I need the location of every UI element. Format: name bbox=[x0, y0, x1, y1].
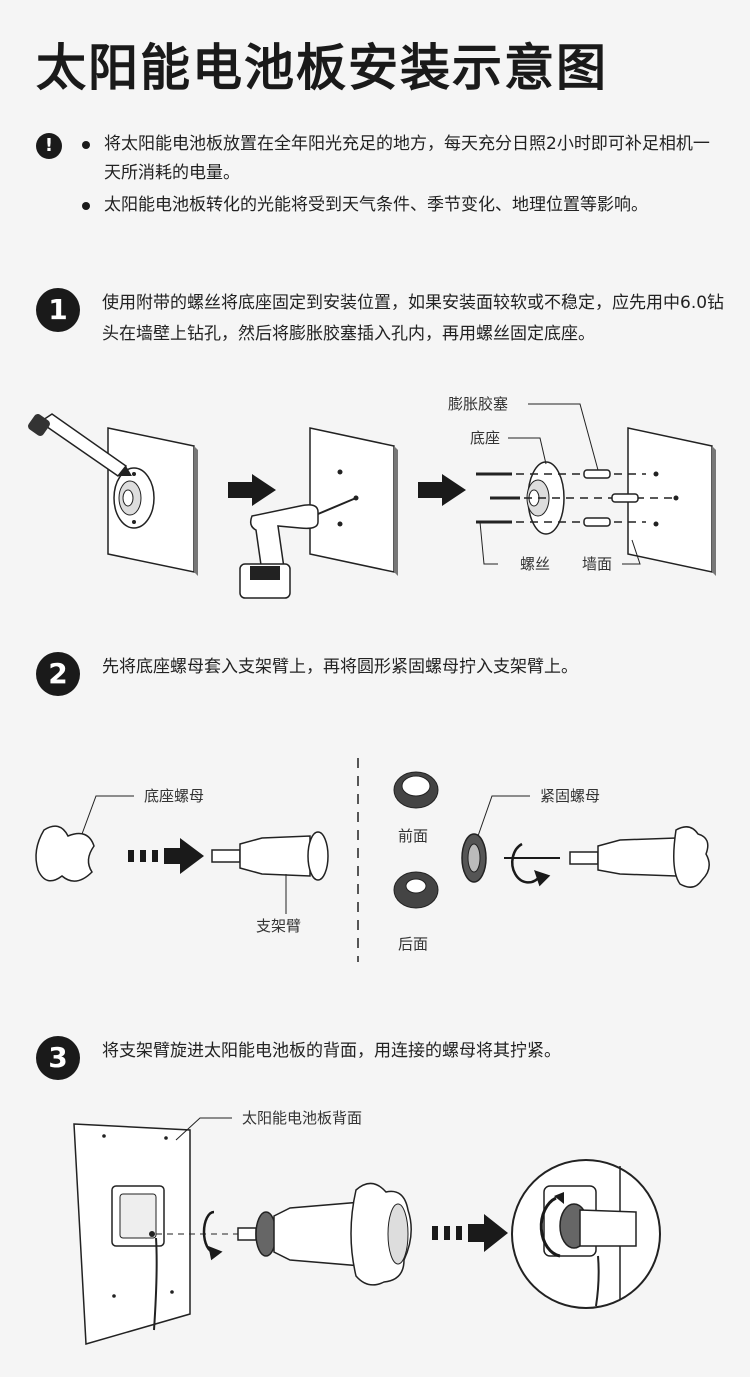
page-title: 太阳能电池板安装示意图 bbox=[36, 39, 608, 97]
step-text: 将支架臂旋进太阳能电池板的背面，用连接的螺母将其拧紧。 bbox=[102, 1041, 561, 1061]
label-lock-nut: 紧固螺母 bbox=[540, 787, 600, 805]
dashed-arrow-icon bbox=[432, 1214, 508, 1252]
drill-icon bbox=[239, 497, 357, 599]
base-nut-icon bbox=[35, 825, 95, 882]
lock-nut-side-icon bbox=[461, 833, 487, 883]
step-text: 先将底座螺母套入支架臂上，再将圆形紧固螺母拧入支架臂上。 bbox=[102, 657, 578, 677]
arrow-icon bbox=[418, 474, 466, 506]
rotate-icon bbox=[504, 842, 560, 887]
label-panel-back: 太阳能电池板背面 bbox=[242, 1109, 362, 1127]
step-1: 1 使用附带的螺丝将底座固定到安装位置，如果安装面较软或不稳定，应先用中6.0钻… bbox=[36, 288, 726, 350]
notes-section: ! 将太阳能电池板放置在全年阳光充足的地方，每天充分日照2小时即可补足相机一天所… bbox=[36, 130, 726, 223]
label-back: 后面 bbox=[398, 935, 428, 953]
note-item: 将太阳能电池板放置在全年阳光充足的地方，每天充分日照2小时即可补足相机一天所消耗… bbox=[82, 130, 726, 188]
panel-back-icon bbox=[73, 1123, 250, 1345]
note-item: 太阳能电池板转化的光能将受到天气条件、季节变化、地理位置等影响。 bbox=[82, 191, 726, 220]
label-screw: 螺丝 bbox=[520, 555, 550, 573]
step-number-badge: 2 bbox=[36, 652, 80, 696]
label-base-nut: 底座螺母 bbox=[144, 787, 204, 805]
notes-list: 将太阳能电池板放置在全年阳光充足的地方，每天充分日照2小时即可补足相机一天所消耗… bbox=[36, 130, 726, 220]
pencil-icon bbox=[28, 413, 132, 478]
anchors-icon bbox=[583, 469, 639, 527]
label-front: 前面 bbox=[398, 827, 428, 845]
step-3: 3 将支架臂旋进太阳能电池板的背面，用连接的螺母将其拧紧。 bbox=[36, 1036, 726, 1080]
label-arm: 支架臂 bbox=[256, 917, 301, 935]
step-1-illustration: 膨胀胶塞 底座 螺丝 墙面 bbox=[28, 395, 716, 599]
step-text: 使用附带的螺丝将底座固定到安装位置，如果安装面较软或不稳定，应先用中6.0钻头在… bbox=[102, 293, 725, 344]
label-anchor: 膨胀胶塞 bbox=[448, 395, 508, 413]
arm-with-nuts-icon bbox=[237, 1182, 412, 1286]
step-2-illustration: 底座螺母 支架臂 前面 后面 紧固螺母 bbox=[35, 758, 710, 962]
step-number-badge: 1 bbox=[36, 288, 80, 332]
rotate-icon bbox=[202, 1210, 223, 1261]
step-number-badge: 3 bbox=[36, 1036, 80, 1080]
label-base: 底座 bbox=[470, 429, 500, 447]
callout-lines bbox=[175, 1117, 232, 1141]
wall-with-holes bbox=[309, 427, 398, 576]
dashed-arrow-icon bbox=[128, 838, 204, 874]
lock-nut-front-icon bbox=[393, 771, 439, 809]
wall-with-base-marking bbox=[107, 427, 198, 576]
lock-nut-back-icon bbox=[393, 871, 439, 909]
arm-assembled-icon bbox=[569, 826, 710, 888]
zoom-detail-icon bbox=[511, 1159, 661, 1309]
callout-lines bbox=[479, 403, 641, 565]
wall-exploded bbox=[627, 427, 716, 576]
step-2: 2 先将底座螺母套入支架臂上，再将圆形紧固螺母拧入支架臂上。 bbox=[36, 652, 726, 696]
exclamation-icon: ! bbox=[36, 133, 62, 159]
screws-icon bbox=[476, 472, 672, 524]
arm-icon bbox=[211, 831, 329, 881]
step-3-illustration: 太阳能电池板背面 bbox=[73, 1109, 661, 1345]
arrow-icon bbox=[228, 474, 276, 506]
callout-lines bbox=[81, 795, 530, 914]
label-wall: 墙面 bbox=[582, 555, 612, 573]
